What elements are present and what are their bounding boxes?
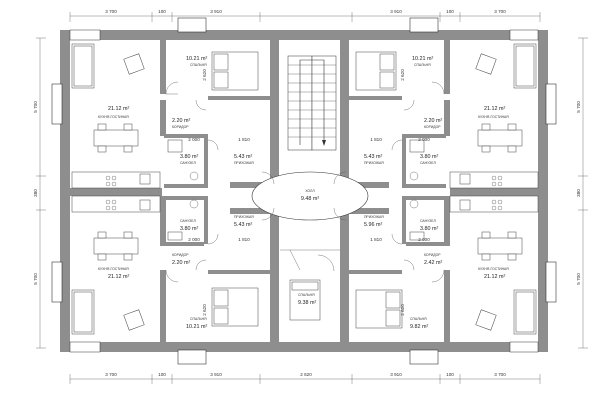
- dim-top-2: 100: [158, 9, 166, 14]
- bl-entry-area: 5.43 m²: [234, 222, 252, 228]
- tl-hall-label: КОРИДОР: [172, 125, 189, 129]
- br-hall-label: КОРИДОР: [424, 253, 441, 257]
- tl-hall-area: 2.20 m²: [172, 118, 190, 124]
- br-inner-b: 1 810: [370, 237, 382, 242]
- tr-inner-b: 1 810: [370, 137, 382, 142]
- dim-top-4: 3 910: [390, 9, 402, 14]
- bl-entry-label: ПРИХОЖАЯ: [234, 215, 254, 219]
- dim-bottom-6: 100: [446, 372, 454, 377]
- dim-top-3: 3 910: [210, 9, 222, 14]
- stair-label: ХОЛЛ: [305, 189, 314, 193]
- stair: ХОЛЛ 9.48 m²: [251, 55, 369, 272]
- tl-entry-area: 5.43 m²: [234, 154, 252, 160]
- br-entry-area: 5.96 m²: [364, 222, 382, 228]
- dim-left-2: 380: [33, 189, 38, 197]
- dim-top-6: 3 700: [494, 9, 506, 14]
- bl-hall-label: КОРИДОР: [172, 253, 189, 257]
- tl-inner-v: 2 620: [202, 69, 207, 81]
- walls: [51, 17, 557, 365]
- stair-area: 9.48 m²: [301, 196, 319, 202]
- tl-living-area: 21.12 m²: [108, 106, 129, 112]
- br-hall-area: 2.42 m²: [424, 260, 442, 266]
- bc-bedroom-area: 9.38 m²: [298, 300, 316, 306]
- tr-inner-v: 2 620: [400, 69, 405, 81]
- bl-bath-area: 3.80 m²: [180, 226, 198, 232]
- br-entry-label: ПРИХОЖАЯ: [364, 215, 384, 219]
- tl-inner-b: 1 810: [238, 137, 250, 142]
- dim-right-3: 5 700: [576, 273, 581, 285]
- br-living-area: 21.12 m²: [484, 274, 505, 280]
- dim-left-3: 5 700: [33, 273, 38, 285]
- bl-hall-area: 2.20 m²: [172, 260, 190, 266]
- tr-entry-label: ПРИХОЖАЯ: [364, 161, 384, 165]
- br-bedroom-area: 9.82 m²: [410, 324, 428, 330]
- dim-right-2: 380: [576, 189, 581, 197]
- dimension-lines: 3 700 100 3 910 3 910 100 3 700 3 700 10…: [33, 9, 588, 384]
- dim-bottom-1: 3 700: [105, 372, 117, 377]
- tr-hall-area: 2.20 m²: [424, 118, 442, 124]
- tr-inner-a: 2 000: [418, 137, 430, 142]
- inner-dimensions: 2 000 1 810 2 620 2 000 1 810 2 620 2 00…: [188, 69, 430, 316]
- tl-entry-label: ПРИХОЖАЯ: [234, 161, 254, 165]
- br-bath-label: САНУЗЕЛ: [420, 219, 436, 223]
- br-bedroom-label: СПАЛЬНЯ: [410, 317, 427, 321]
- tr-bedroom-label: СПАЛЬНЯ: [414, 63, 431, 67]
- dim-bottom-3: 3 910: [210, 372, 222, 377]
- tl-bedroom-area: 10.21 m²: [186, 56, 207, 62]
- bl-inner-a: 2 000: [188, 237, 200, 242]
- dim-top-5: 100: [446, 9, 454, 14]
- bl-living-area: 21.12 m²: [108, 274, 129, 280]
- furniture: [71, 43, 539, 335]
- dim-top-1: 3 700: [105, 9, 117, 14]
- door-swings: [165, 81, 445, 283]
- bl-inner-v: 2 620: [202, 304, 207, 316]
- bl-bedroom-label: СПАЛЬНЯ: [190, 317, 207, 321]
- tr-living-label: КУХНЯ-ГОСТИНАЯ: [478, 115, 509, 119]
- room-labels: 10.21 m² СПАЛЬНЯ 21.12 m² КУХНЯ-ГОСТИНАЯ…: [98, 56, 509, 330]
- tl-bath-area: 3.80 m²: [180, 154, 198, 160]
- tl-bedroom-label: СПАЛЬНЯ: [190, 63, 207, 67]
- dim-bottom-4: 2 620: [300, 372, 312, 377]
- tr-bath-area: 3.80 m²: [420, 154, 438, 160]
- tl-living-label: КУХНЯ-ГОСТИНАЯ: [98, 115, 129, 119]
- tr-bath-label: САНУЗЕЛ: [420, 161, 436, 165]
- dim-bottom-5: 3 910: [390, 372, 402, 377]
- dim-left-1: 5 700: [33, 101, 38, 113]
- bl-inner-b: 1 810: [238, 237, 250, 242]
- dim-bottom-2: 100: [158, 372, 166, 377]
- br-inner-a: 2 000: [418, 237, 430, 242]
- tr-living-area: 21.12 m²: [484, 106, 505, 112]
- tl-bath-label: САНУЗЕЛ: [180, 161, 196, 165]
- br-bath-area: 3.80 m²: [420, 226, 438, 232]
- bl-living-label: КУХНЯ-ГОСТИНАЯ: [98, 267, 129, 271]
- tr-bedroom-area: 10.21 m²: [412, 56, 433, 62]
- bl-bedroom-area: 10.21 m²: [186, 324, 207, 330]
- br-living-label: КУХНЯ-ГОСТИНАЯ: [478, 267, 509, 271]
- bl-bath-label: САНУЗЕЛ: [180, 219, 196, 223]
- dim-bottom-7: 3 700: [494, 372, 506, 377]
- tl-inner-a: 2 000: [188, 137, 200, 142]
- tr-entry-area: 5.43 m²: [364, 154, 382, 160]
- bc-bedroom-label: СПАЛЬНЯ: [298, 293, 315, 297]
- br-inner-v: 2 620: [400, 304, 405, 316]
- tr-hall-label: КОРИДОР: [424, 125, 441, 129]
- dim-right-1: 5 700: [576, 101, 581, 113]
